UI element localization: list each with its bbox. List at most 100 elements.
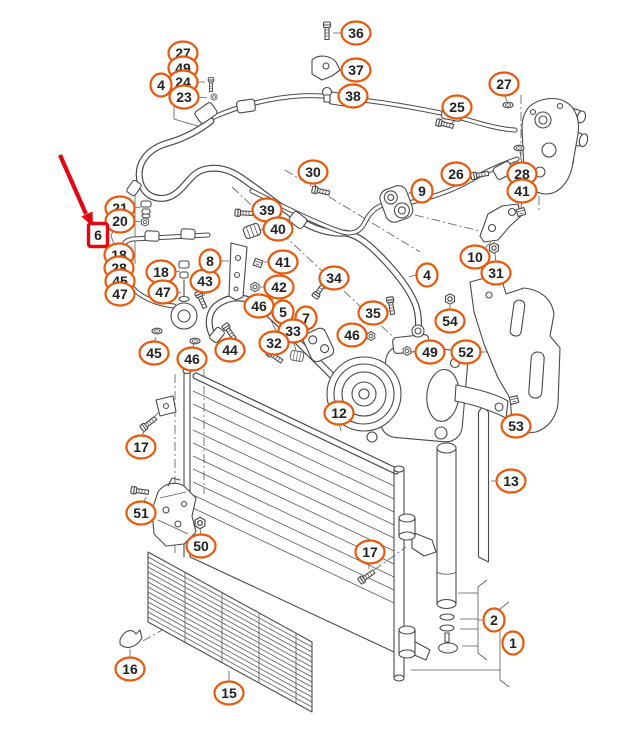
condenser-drawing	[151, 367, 437, 682]
callout-53[interactable]: 53	[500, 413, 532, 439]
callout-number: 10	[467, 249, 483, 265]
pipe-flange-9	[379, 185, 414, 223]
callout-36[interactable]: 36	[340, 20, 372, 46]
condenser-bracket	[151, 477, 197, 547]
callout-50[interactable]: 50	[185, 533, 217, 559]
callout-52[interactable]: 52	[450, 339, 482, 365]
pipe-flange-7	[302, 327, 335, 363]
callout-2[interactable]: 2	[482, 607, 506, 633]
callout-number: 40	[270, 221, 286, 237]
callout-9[interactable]: 9	[410, 178, 434, 204]
callout-number: 7	[302, 310, 310, 326]
callout-20[interactable]: 20	[104, 208, 136, 234]
clamp-bracket-37	[311, 55, 341, 81]
callout-54[interactable]: 54	[434, 308, 466, 334]
callout-46[interactable]: 46	[336, 322, 368, 348]
protective-grille	[147, 551, 313, 713]
callout-number: 45	[146, 345, 162, 361]
callout-51[interactable]: 51	[125, 500, 157, 526]
callout-number: 47	[112, 286, 128, 302]
retaining-bracket-8	[228, 242, 248, 301]
callout-number: 9	[418, 183, 426, 199]
callout-6[interactable]: 6	[86, 221, 110, 249]
grille-clip	[119, 629, 143, 648]
callout-37[interactable]: 37	[340, 57, 372, 83]
callout-number: 51	[133, 505, 149, 521]
callout-47[interactable]: 47	[104, 281, 136, 307]
callout-number: 8	[206, 253, 214, 269]
callout-number: 25	[449, 99, 465, 115]
callout-number: 38	[345, 88, 361, 104]
callout-number: 12	[331, 405, 347, 421]
callout-number: 49	[422, 344, 438, 360]
callout-number: 34	[326, 270, 342, 286]
callout-number: 30	[305, 164, 321, 180]
callout-13[interactable]: 13	[495, 468, 527, 494]
callout-4[interactable]: 4	[149, 72, 173, 98]
callout-49[interactable]: 49	[414, 339, 446, 365]
callout-25[interactable]: 25	[441, 94, 473, 120]
callout-number: 16	[122, 661, 138, 677]
callout-43[interactable]: 43	[189, 268, 221, 294]
callout-42[interactable]: 42	[263, 274, 295, 300]
pipe-junction	[170, 260, 198, 330]
callout-46[interactable]: 46	[243, 293, 275, 319]
callout-number: 54	[442, 313, 458, 329]
callout-45[interactable]: 45	[138, 340, 170, 366]
callout-47[interactable]: 47	[147, 279, 179, 305]
plug-38	[321, 86, 333, 103]
callout-38[interactable]: 38	[337, 83, 369, 109]
callout-23[interactable]: 23	[168, 84, 200, 110]
callout-16[interactable]: 16	[114, 656, 146, 682]
compressor-drawing	[326, 324, 509, 443]
mounting-tab	[155, 395, 177, 417]
callout-number: 13	[503, 473, 519, 489]
callout-number: 4	[423, 267, 431, 283]
callout-46[interactable]: 46	[176, 346, 208, 372]
callout-number: 46	[251, 298, 267, 314]
callout-number: 33	[285, 323, 301, 339]
callout-number: 41	[514, 183, 530, 199]
callout-32[interactable]: 32	[258, 330, 290, 356]
callout-31[interactable]: 31	[480, 260, 512, 286]
callout-1[interactable]: 1	[501, 630, 525, 656]
callout-18[interactable]: 18	[145, 259, 177, 285]
callout-number: 37	[348, 62, 364, 78]
callout-4[interactable]: 4	[415, 262, 439, 288]
callout-41[interactable]: 41	[506, 178, 538, 204]
callout-number: 23	[176, 89, 192, 105]
callout-39[interactable]: 39	[251, 197, 283, 223]
callout-15[interactable]: 15	[213, 680, 245, 706]
callout-35[interactable]: 35	[357, 300, 389, 326]
service-valve-21	[140, 200, 152, 219]
callout-41[interactable]: 41	[267, 249, 299, 275]
callout-number: 2	[490, 612, 498, 628]
callout-17[interactable]: 17	[125, 434, 157, 460]
callout-number: 18	[153, 264, 169, 280]
callout-40[interactable]: 40	[262, 216, 294, 242]
callout-34[interactable]: 34	[318, 265, 350, 291]
callout-number: 35	[365, 305, 381, 321]
callout-12[interactable]: 12	[323, 400, 355, 426]
callout-number: 5	[279, 304, 287, 320]
callout-number: 20	[112, 213, 128, 229]
callout-number: 32	[266, 335, 282, 351]
callout-17[interactable]: 17	[354, 539, 386, 565]
callout-number: 50	[193, 538, 209, 554]
callout-27[interactable]: 27	[488, 71, 520, 97]
callout-number: 41	[275, 254, 291, 270]
callout-26[interactable]: 26	[440, 161, 472, 187]
callout-44[interactable]: 44	[214, 337, 246, 363]
callout-number: 17	[362, 544, 378, 560]
callout-number: 46	[184, 351, 200, 367]
callout-30[interactable]: 30	[297, 159, 329, 185]
condenser-pipe-union-lower	[398, 625, 431, 661]
highlight-arrow	[58, 154, 93, 227]
callout-number: 36	[348, 25, 364, 41]
callout-8[interactable]: 8	[198, 248, 222, 274]
callout-number: 52	[458, 344, 474, 360]
callout-10[interactable]: 10	[459, 244, 491, 270]
callout-number: 46	[344, 327, 360, 343]
